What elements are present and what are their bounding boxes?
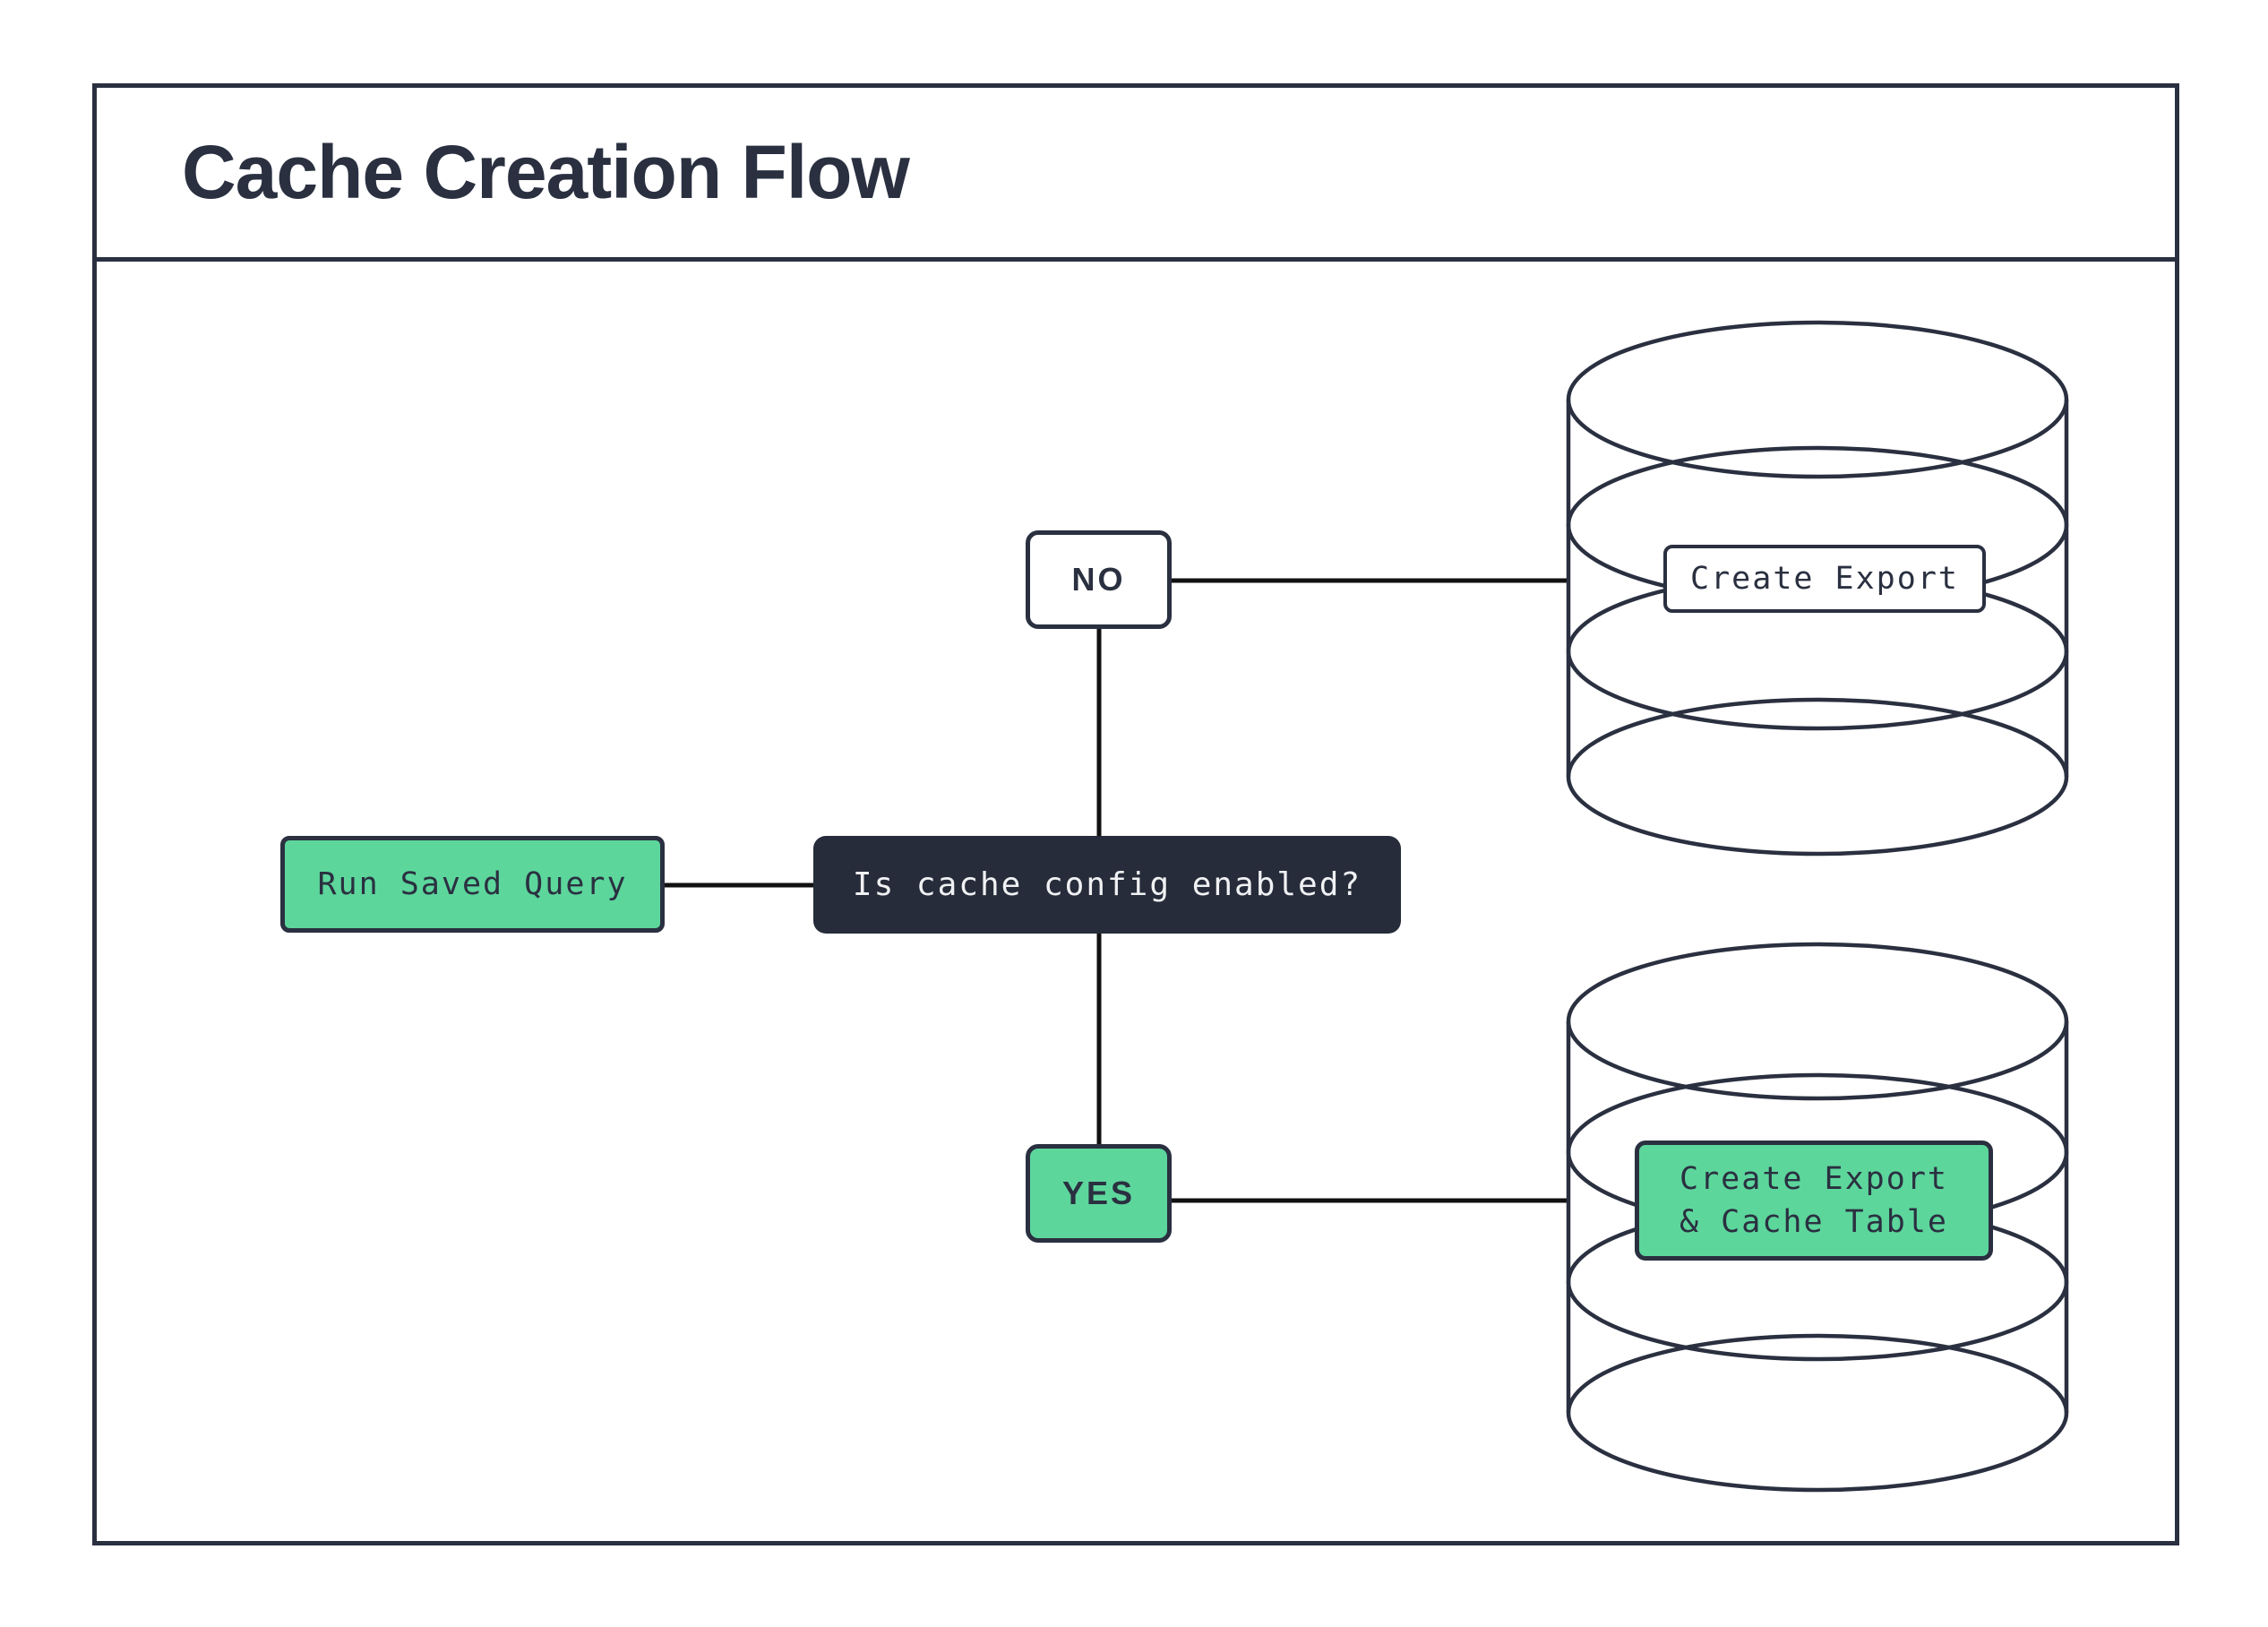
node-label: NO <box>1071 561 1126 598</box>
node-label: YES <box>1061 1175 1136 1211</box>
database-icon <box>1566 942 2069 1493</box>
node-label: Is cache config enabled? <box>852 866 1362 903</box>
node-label: Run Saved Query <box>317 866 628 902</box>
node-yes-branch: YES <box>1026 1144 1172 1243</box>
node-create-export: Create Export <box>1663 545 1986 613</box>
node-no-branch: NO <box>1026 530 1172 629</box>
node-label: Create Export <box>1690 561 1959 597</box>
node-label-line1: Create Export <box>1680 1161 1948 1197</box>
node-create-export-cache-table: Create Export & Cache Table <box>1635 1141 1993 1261</box>
node-label-line2: & Cache Table <box>1680 1204 1948 1240</box>
node-decision-cache-config: Is cache config enabled? <box>813 836 1401 934</box>
database-icon <box>1566 320 2069 857</box>
node-run-saved-query: Run Saved Query <box>280 836 665 933</box>
diagram-frame: Cache Creation Flow <box>92 83 2179 1545</box>
page-title: Cache Creation Flow <box>182 130 910 214</box>
diagram-header: Cache Creation Flow <box>97 88 2175 262</box>
